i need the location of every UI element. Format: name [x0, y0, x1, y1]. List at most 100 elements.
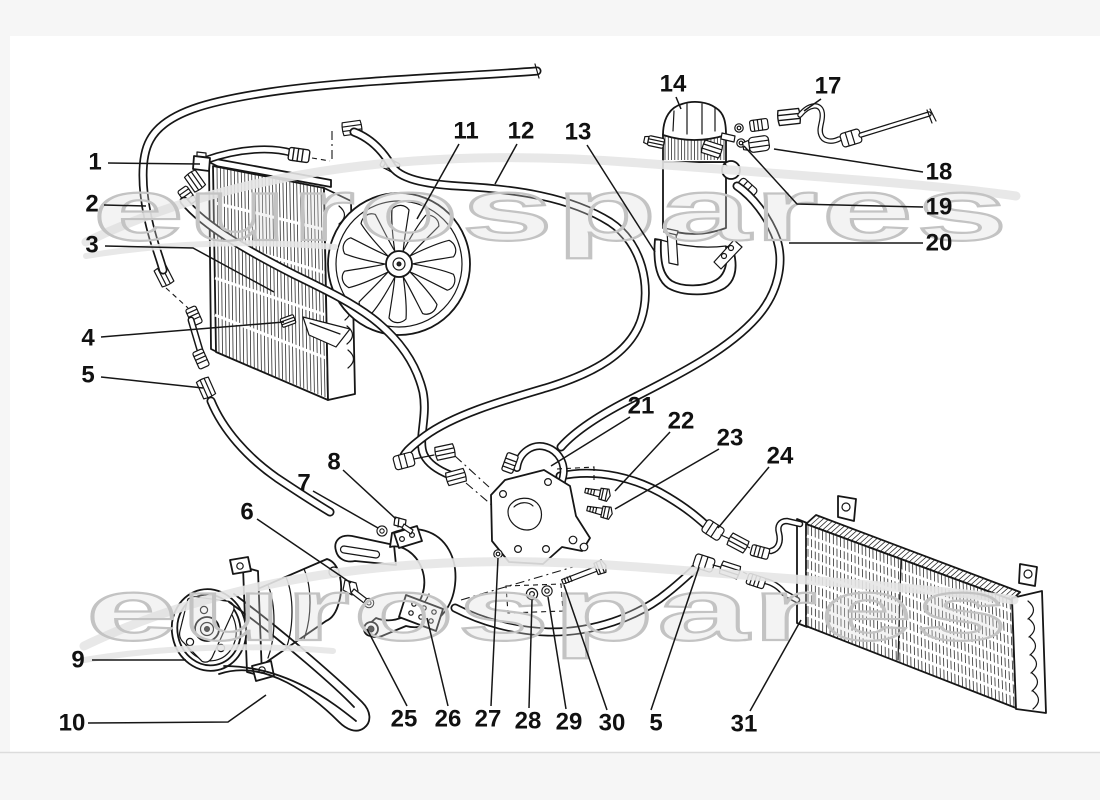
callout-number-26: 26: [435, 706, 462, 733]
callout-leader-2: [103, 204, 147, 207]
callout-number-30: 30: [599, 710, 626, 737]
callout-4: 4: [81, 321, 285, 352]
callout-leader-5: [100, 376, 204, 389]
callout-3: 3: [85, 232, 275, 293]
watermark-swoosh-bottom: [79, 557, 1019, 651]
callout-leader-14: [675, 96, 682, 110]
callout-leader-30: [563, 584, 608, 711]
callout-leader-18: [773, 148, 924, 173]
callout-number-24: 24: [767, 443, 794, 470]
callout-number-17: 17: [815, 73, 842, 100]
callout-number-1: 1: [88, 149, 101, 176]
callout-number-6: 6: [240, 499, 253, 526]
callout-leader-11: [416, 143, 460, 220]
callout-leader-26: [426, 617, 449, 707]
callout-22: 22: [614, 408, 695, 492]
callout-12: 12: [494, 118, 535, 185]
callout-leader-23: [614, 448, 720, 510]
condenser-right: [734, 495, 1047, 714]
callout-leader-29: [547, 596, 567, 710]
callout-number-13: 13: [565, 119, 592, 146]
callout-6: 6: [240, 499, 352, 584]
callout-25: 25: [366, 628, 418, 733]
callout-leader-6: [256, 518, 352, 584]
callout-number-9: 9: [71, 647, 84, 674]
callout-number-20: 20: [926, 230, 953, 257]
callout-number-25: 25: [391, 706, 418, 733]
callout-27: 27: [475, 557, 502, 733]
callout-30: 30: [563, 584, 626, 737]
callout-1: 1: [88, 149, 201, 176]
callout-number-12: 12: [508, 118, 535, 145]
callout-20: 20: [789, 230, 952, 257]
callout-leader-27: [490, 557, 499, 707]
callout-2: 2: [85, 191, 147, 218]
callout-number-22: 22: [668, 408, 695, 435]
callout-number-8: 8: [327, 449, 340, 476]
callout-leader-22: [614, 431, 671, 492]
callout-leader-17: [803, 98, 822, 112]
drier-bracket: [653, 227, 743, 296]
pressure-switch: [742, 135, 771, 153]
callout-number-3: 3: [85, 232, 98, 259]
callout-18: 18: [773, 148, 953, 186]
callout-number-7: 7: [297, 470, 310, 497]
watermark-swoosh-bottom-small: [81, 644, 336, 663]
callout-number-31: 31: [731, 711, 758, 738]
callout-13: 13: [565, 119, 656, 253]
callout-7: 7: [297, 470, 379, 529]
callout-leader-3: [104, 245, 275, 293]
callout-5: 5: [81, 362, 204, 389]
compressor-manifold: [454, 446, 613, 614]
callout-number-28: 28: [515, 708, 542, 735]
callout-number-4: 4: [81, 325, 95, 352]
callout-29: 29: [547, 596, 583, 736]
callout-leader-19: [743, 145, 924, 208]
callout-23: 23: [614, 425, 744, 510]
callout-11: 11: [416, 118, 479, 220]
callout-leader-21: [550, 416, 631, 467]
watermark-swoosh-top: [81, 153, 1021, 247]
callout-number-18: 18: [926, 159, 953, 186]
callout-leader-10: [87, 694, 267, 724]
callout-28: 28: [515, 599, 542, 735]
callout-number-23: 23: [717, 425, 744, 452]
callout-24: 24: [717, 443, 794, 529]
callout-leader-13: [586, 144, 656, 253]
cooling-fan: [327, 192, 471, 336]
callout-5: 5: [649, 566, 700, 737]
callout-leader-1: [107, 162, 201, 165]
callout-21: 21: [550, 393, 655, 467]
artwork: [143, 63, 1047, 732]
compressor-clamp: [334, 516, 457, 638]
watermark-text-top: eurospares: [93, 160, 1011, 259]
hoses: [143, 63, 780, 632]
callout-number-5: 5: [649, 710, 662, 737]
callout-number-29: 29: [556, 709, 583, 736]
callout-number-11: 11: [453, 118, 478, 145]
callout-number-2: 2: [85, 191, 98, 218]
callout-number-5: 5: [81, 362, 94, 389]
callout-9: 9: [71, 647, 186, 674]
callout-leader-31: [749, 619, 802, 712]
callout-8: 8: [327, 449, 397, 520]
receiver-drier: [643, 101, 937, 296]
callout-26: 26: [426, 617, 462, 733]
callout-leader-12: [494, 143, 518, 185]
callout-number-21: 21: [628, 393, 655, 420]
callout-leader-8: [342, 469, 397, 520]
watermark-layer: eurospares eurospares: [79, 153, 1021, 663]
callout-leader-7: [312, 490, 379, 529]
callout-14: 14: [660, 71, 687, 110]
callout-leader-28: [528, 599, 533, 709]
callout-leader-25: [366, 628, 408, 707]
callout-number-14: 14: [660, 71, 687, 98]
callout-number-27: 27: [475, 706, 502, 733]
callout-number-19: 19: [926, 194, 953, 221]
callout-number-10: 10: [59, 710, 86, 737]
callout-leader-5: [650, 566, 700, 711]
